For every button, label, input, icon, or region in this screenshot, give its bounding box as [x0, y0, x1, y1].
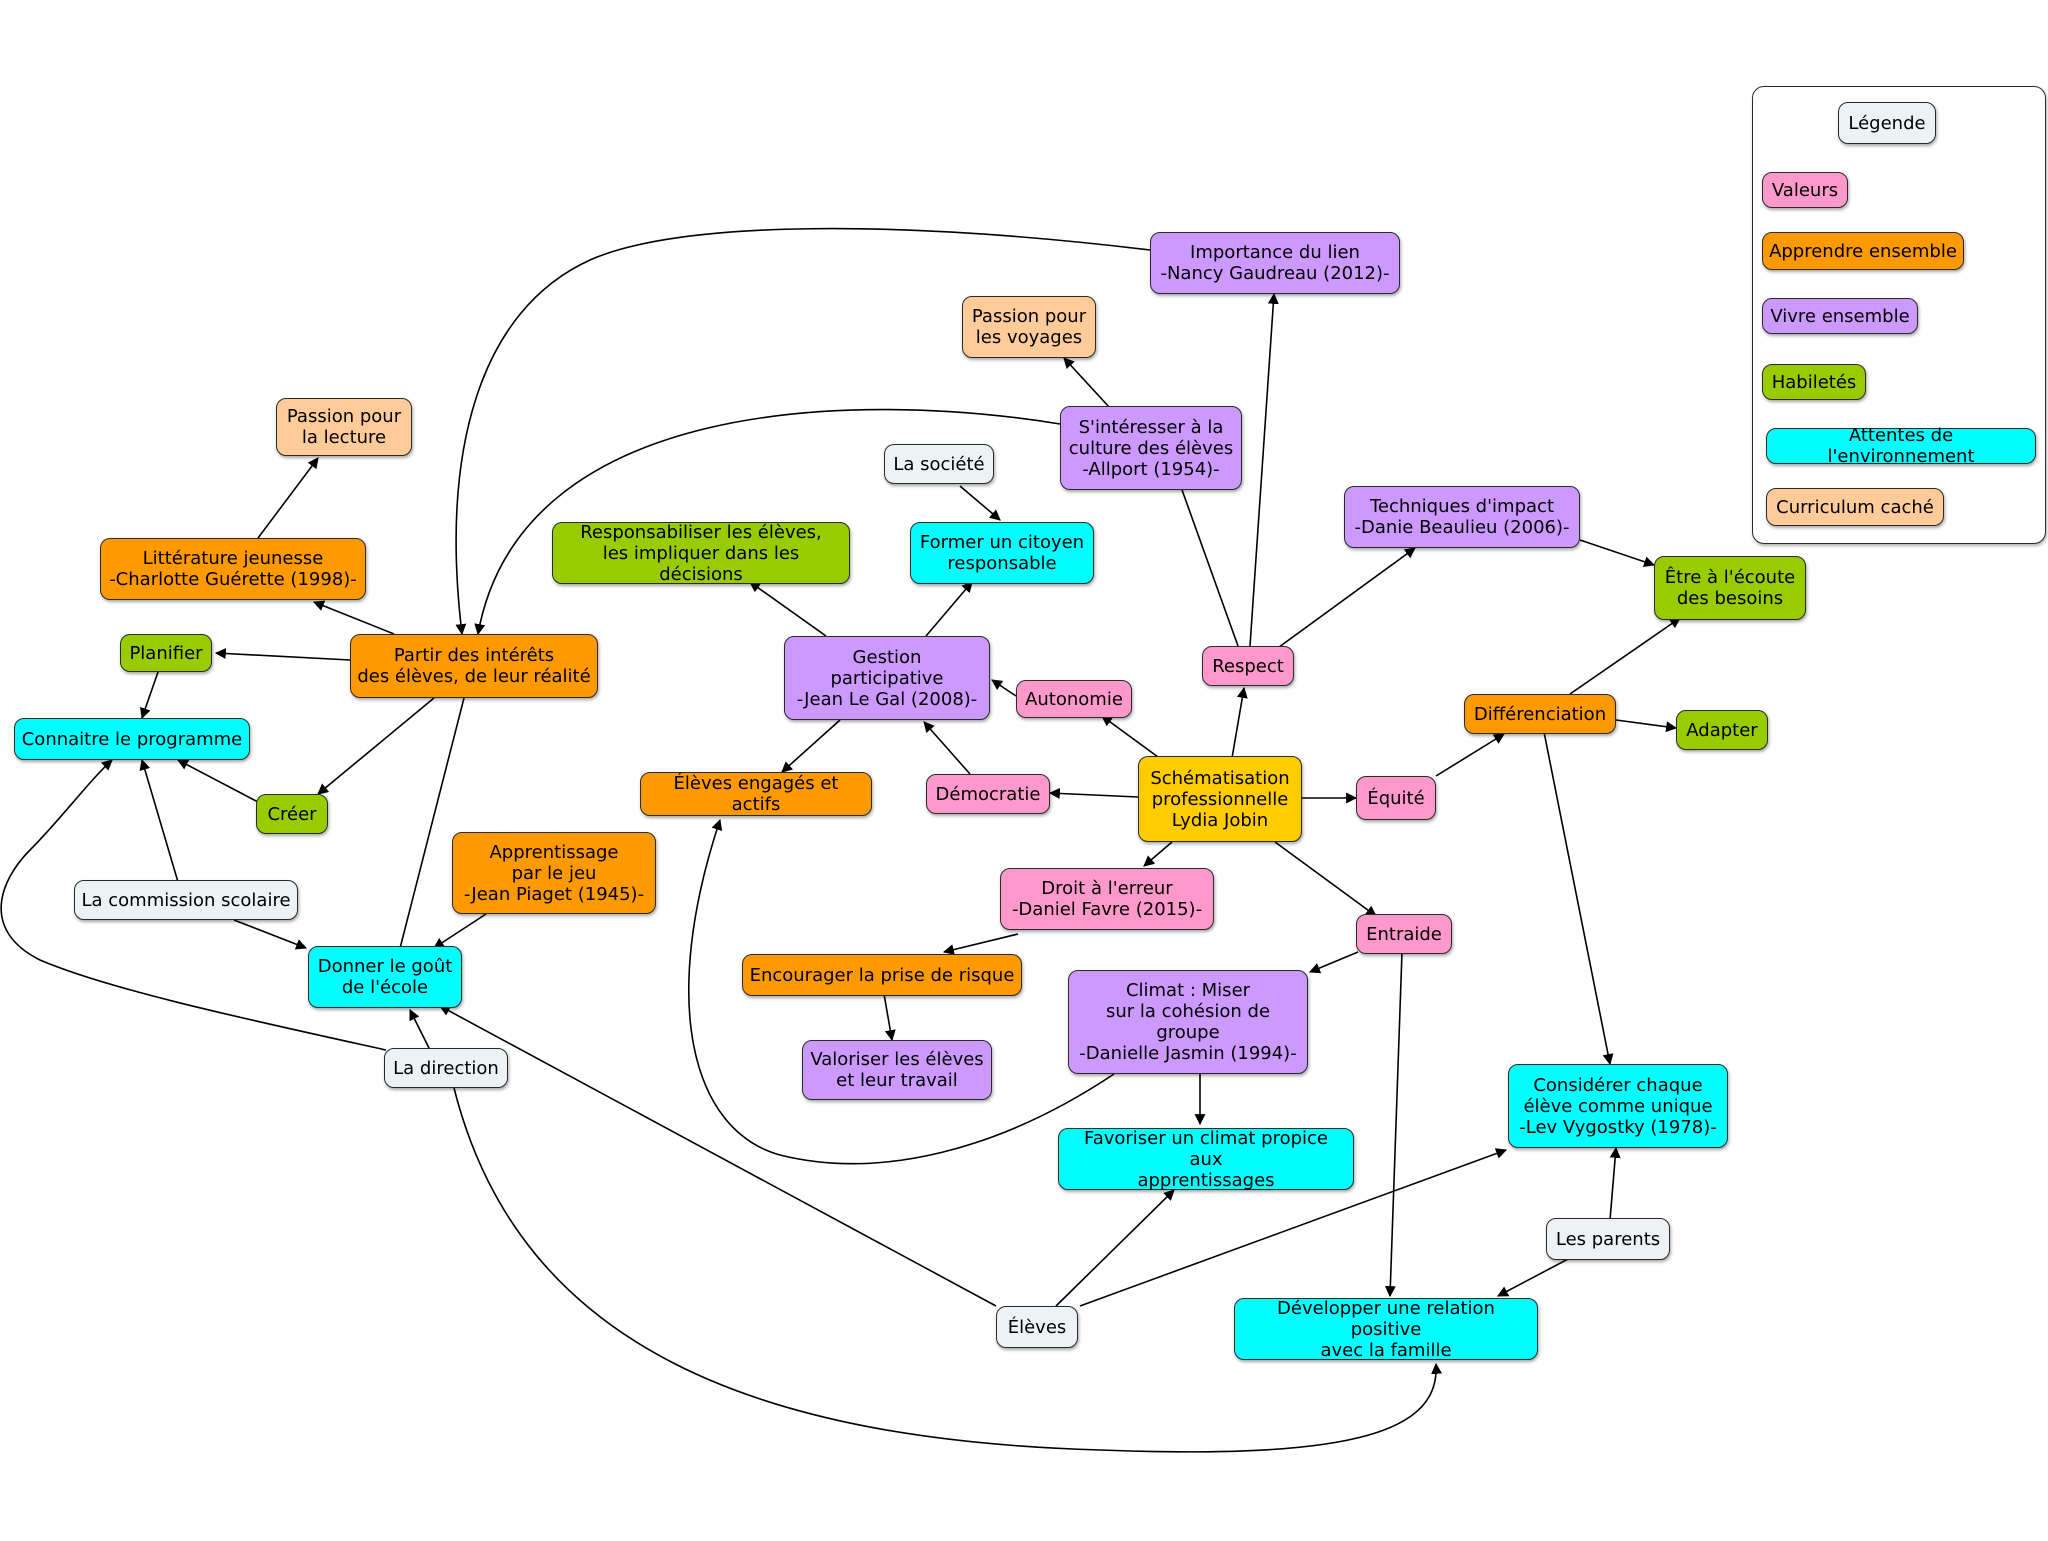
arrow-partir-litterature [312, 600, 395, 635]
legend-habiletes: Habiletés [1762, 364, 1866, 400]
arrow-center-democratie [1048, 787, 1139, 799]
node-considerer-unique[interactable]: Considérer chaque élève comme unique -Le… [1508, 1064, 1728, 1148]
node-droit-erreur[interactable]: Droit à l'erreur -Daniel Favre (2015)- [1000, 868, 1214, 930]
node-litterature-jeunesse[interactable]: Littérature jeunesse -Charlotte Guérette… [100, 538, 366, 600]
arrow-partir-planifier [214, 648, 351, 661]
node-entraide[interactable]: Entraide [1356, 914, 1452, 954]
node-connaitre-programme[interactable]: Connaitre le programme [14, 718, 250, 760]
arrow-direction-donner [409, 1009, 433, 1055]
arrow-respect-interesser [1170, 460, 1239, 647]
node-planifier[interactable]: Planifier [120, 634, 212, 672]
arrow-respect-importance [1249, 292, 1279, 647]
node-respect[interactable]: Respect [1202, 646, 1294, 686]
node-donner-gout[interactable]: Donner le goût de l'école [308, 946, 462, 1008]
arrow-climat-engages [688, 818, 1115, 1165]
arrow-center-autonomie [1101, 715, 1159, 758]
arrow-diff-ecoute [1569, 617, 1681, 695]
node-autonomie[interactable]: Autonomie [1016, 680, 1132, 718]
node-center-schematisation[interactable]: Schématisation professionnelle Lydia Job… [1138, 756, 1302, 842]
arrow-autonomie-gestion [991, 679, 1017, 697]
legend-curriculum-cache: Curriculum caché [1766, 488, 1944, 526]
arrow-partir-donner [393, 697, 465, 966]
arrow-entraide-climat [1308, 951, 1359, 974]
arrow-direction-relation [453, 1087, 1443, 1453]
node-climat-cohesion[interactable]: Climat : Miser sur la cohésion de groupe… [1068, 970, 1308, 1074]
legend-vivre-ensemble: Vivre ensemble [1762, 298, 1918, 334]
node-encourager-risque[interactable]: Encourager la prise de risque [742, 954, 1022, 996]
arrow-equite-differenciation [1435, 733, 1505, 777]
node-valoriser-eleves[interactable]: Valoriser les élèves et leur travail [802, 1040, 992, 1100]
arrow-commission-connaitre [139, 758, 179, 883]
node-equite[interactable]: Équité [1356, 776, 1436, 820]
arrow-interesser-voyages [1063, 357, 1111, 409]
legend-attentes: Attentes de l'environnement [1766, 425, 2036, 467]
node-eleves[interactable]: Élèves [996, 1306, 1078, 1348]
node-apprentissage-jeu[interactable]: Apprentissage par le jeu -Jean Piaget (1… [452, 832, 656, 914]
node-les-parents[interactable]: Les parents [1546, 1218, 1670, 1260]
arrow-eleves-considerer [1079, 1148, 1508, 1307]
arrow-center-respect [1231, 686, 1248, 759]
arrow-respect-techniques [1274, 547, 1416, 651]
node-eleves-engages[interactable]: Élèves engagés et actifs [640, 772, 872, 816]
arrow-gestion-engages [781, 719, 841, 773]
node-etre-ecoute[interactable]: Être à l'écoute des besoins [1654, 556, 1806, 620]
arrow-techniques-ecoute [1579, 539, 1656, 568]
arrow-importance-partir [455, 227, 1151, 636]
arrow-commission-donner [233, 919, 308, 950]
arrow-partir-creer [317, 697, 435, 795]
arrow-entraide-relation [1384, 951, 1403, 1298]
arrow-jeu-donner [433, 913, 487, 949]
arrow-direction-connaitre [0, 759, 387, 1051]
arrow-diff-considerer [1543, 731, 1614, 1066]
arrow-droit-encourager [942, 933, 1019, 956]
node-partir-interets[interactable]: Partir des intérêts des élèves, de leur … [350, 634, 598, 698]
arrow-planifier-connaitre [140, 671, 159, 720]
node-relation-famille[interactable]: Développer une relation positive avec la… [1234, 1298, 1538, 1361]
arrow-diff-adapter [1615, 719, 1678, 733]
legend-valeurs: Valeurs [1762, 172, 1848, 208]
arrow-encourager-valoriser [883, 993, 896, 1042]
arrow-eleves-favoriser [1055, 1189, 1175, 1307]
node-la-societe[interactable]: La société [884, 444, 994, 484]
node-interesser-culture[interactable]: S'intéresser à la culture des élèves -Al… [1060, 406, 1242, 490]
arrow-creer-connaitre [177, 759, 259, 803]
arrow-gestion-former [925, 581, 973, 637]
node-la-direction[interactable]: La direction [384, 1048, 508, 1088]
node-former-citoyen[interactable]: Former un citoyen responsable [910, 522, 1094, 584]
legend-apprendre-ensemble: Apprendre ensemble [1762, 232, 1964, 270]
arrow-center-droit-erreur [1143, 841, 1173, 867]
node-gestion-participative[interactable]: Gestion participative -Jean Le Gal (2008… [784, 636, 990, 720]
node-importance-lien[interactable]: Importance du lien -Nancy Gaudreau (2012… [1150, 232, 1400, 294]
node-commission-scolaire[interactable]: La commission scolaire [74, 880, 298, 920]
arrow-eleves-donner [439, 1005, 997, 1307]
arrow-societe-former [959, 485, 1001, 521]
node-differenciation[interactable]: Différenciation [1464, 694, 1616, 734]
node-passion-voyages[interactable]: Passion pour les voyages [962, 296, 1096, 358]
node-adapter[interactable]: Adapter [1676, 710, 1768, 750]
arrow-interesser-partir [474, 408, 1061, 636]
arrow-parents-considerer [1609, 1146, 1621, 1221]
node-democratie[interactable]: Démocratie [926, 774, 1050, 814]
node-creer[interactable]: Créer [256, 794, 328, 834]
arrow-gestion-responsabiliser [749, 581, 827, 637]
arrow-litterature-lecture [257, 457, 319, 539]
arrow-center-entraide [1274, 841, 1377, 917]
node-techniques-impact[interactable]: Techniques d'impact -Danie Beaulieu (200… [1344, 486, 1580, 548]
node-favoriser-climat[interactable]: Favoriser un climat propice aux apprenti… [1058, 1128, 1354, 1191]
node-responsabiliser[interactable]: Responsabiliser les élèves, les implique… [552, 522, 850, 585]
arrow-democratie-gestion [923, 721, 971, 775]
arrow-parents-relation [1497, 1257, 1571, 1297]
legend-title: Légende [1838, 102, 1936, 144]
node-passion-lecture[interactable]: Passion pour la lecture [276, 398, 412, 456]
